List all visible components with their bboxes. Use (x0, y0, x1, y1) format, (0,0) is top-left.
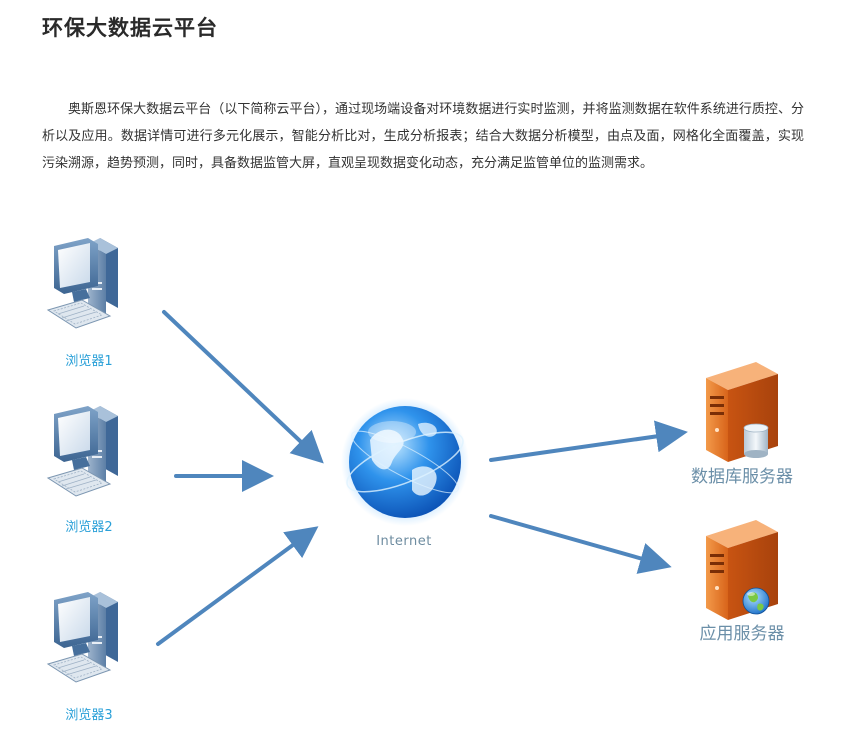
computer-icon (47, 591, 119, 683)
arrow-browser1-to-internet (162, 310, 324, 464)
browser-2: 浏览器2 (47, 405, 119, 535)
server-label: 应用服务器 (700, 624, 785, 644)
browser-label: 浏览器3 (65, 707, 112, 723)
arrow-internet-to-db-server (489, 420, 688, 462)
internet-hub: Internet (341, 398, 469, 549)
connection-arrows (156, 310, 688, 646)
arrow-internet-to-app-server (489, 514, 672, 574)
database-server: 数据库服务器 (691, 362, 793, 487)
computer-icon (47, 405, 119, 497)
browser-label: 浏览器2 (65, 519, 112, 535)
internet-label: Internet (376, 534, 432, 549)
arrow-browser3-to-internet (156, 526, 319, 646)
browser-3: 浏览器3 (47, 591, 119, 723)
browser-1: 浏览器1 (47, 237, 119, 369)
application-server: 应用服务器 (700, 520, 785, 644)
database-icon (743, 423, 769, 458)
intro-paragraph: 奥斯恩环保大数据云平台（以下简称云平台），通过现场端设备对环境数据进行实时监测，… (42, 102, 804, 171)
globe-icon (341, 398, 469, 526)
server-label: 数据库服务器 (691, 467, 793, 487)
browser-label: 浏览器1 (65, 353, 112, 369)
page-title: 环保大数据云平台 (42, 16, 218, 40)
computer-icon (47, 237, 119, 329)
globe-icon (742, 587, 770, 615)
